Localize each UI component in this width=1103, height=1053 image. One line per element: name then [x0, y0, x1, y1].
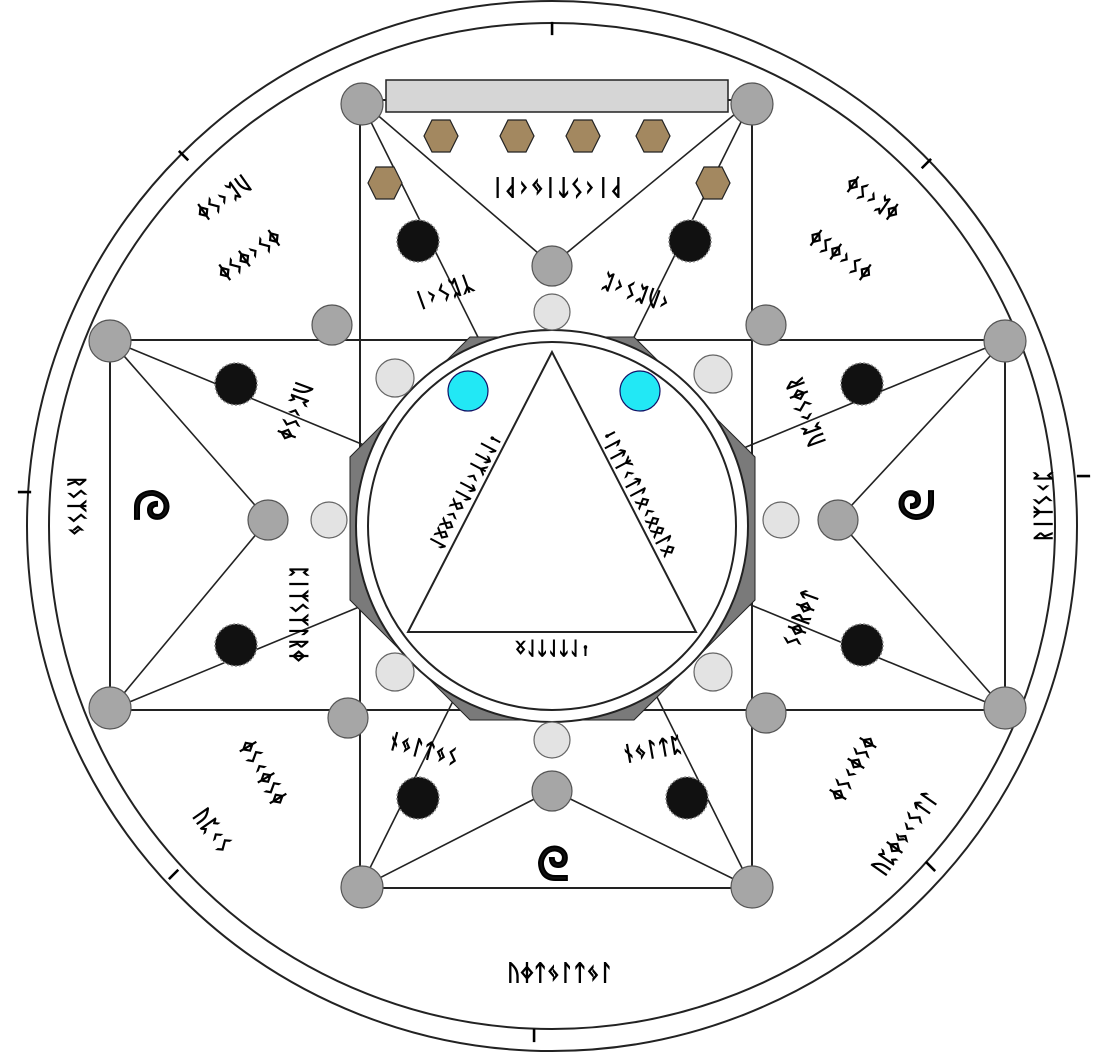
sigil-group: ᘓ ᘓ ᘓ — [124, 489, 945, 892]
circle-node-icon — [730, 82, 774, 126]
hexagon-icon — [367, 166, 403, 200]
inscription-right-low: ᛊᛄᚱᛄᛏ — [779, 586, 822, 651]
inscription-lower-left-outer-a: ᛄᛊᚲᛄᛊᛄ — [235, 735, 292, 809]
inscription-lower-right-inner: ᚾᛃᛚᛏᛈ — [621, 732, 684, 766]
light-node-group — [310, 293, 800, 759]
inscription-lower-left-inner: ᚾᛃᛚᛏᛃᛊ — [386, 728, 462, 770]
cyan-node-group — [447, 370, 661, 412]
circle-node-icon — [531, 245, 573, 287]
circle-node-icon — [310, 501, 348, 539]
circle-node-icon — [88, 686, 132, 730]
inscription-top-right-inner: ᚲᚢᛈᛊᚲᛈ — [598, 268, 674, 315]
spiral-sigil-icon: ᘓ — [124, 489, 178, 521]
circle-node-icon — [88, 319, 132, 363]
gray-node-group — [88, 82, 1027, 909]
spiral-sigil-icon: ᘓ — [890, 489, 944, 521]
circle-node-icon — [693, 652, 733, 692]
inscription-lower-left-outer-b: ᚢᛈᚲᛊ — [190, 804, 237, 857]
black-dot-icon — [840, 623, 884, 667]
inscription-top-left-inner: ᛉᛈᛊᚲᛁ — [411, 271, 476, 314]
inscription-left-low: ᛈᛁᛉᛊᛉᛚᚱᛄ — [287, 566, 311, 662]
circle-node-icon — [745, 692, 787, 734]
inscription-right-mid-a: ᚱᛁᛉᛊᚲᛈ — [1031, 470, 1055, 542]
hexagon-icon — [695, 166, 731, 200]
rim-mark-left: ᛧ — [13, 484, 43, 500]
circle-node-icon — [693, 354, 733, 394]
circle-node-icon — [983, 319, 1027, 363]
circle-node-icon — [375, 358, 415, 398]
inscription-upper-right-outer-b: ᛄᛊᚲᛄᛊᛄ — [804, 225, 877, 286]
circle-node-icon — [247, 499, 289, 541]
black-dot-icon — [396, 219, 440, 263]
circle-node-icon — [983, 686, 1027, 730]
inscription-upper-left-outer-a: ᚢᛈᚲᛊᛄ — [192, 171, 255, 225]
circle-node-icon — [531, 770, 573, 812]
hexagon-group — [367, 119, 731, 200]
circle-node-icon — [447, 370, 489, 412]
top-bar — [385, 79, 729, 113]
black-dot-icon — [214, 623, 258, 667]
circle-node-icon — [375, 652, 415, 692]
circle-node-icon — [817, 499, 859, 541]
circle-node-icon — [311, 304, 353, 346]
inscription-bottom: ᚢᛄᛏᛃᛚᛏᛃᛚ — [507, 961, 613, 986]
rim-mark-bottom-right: ᛧ — [912, 848, 944, 880]
black-dot-icon — [840, 362, 884, 406]
inscription-upper-right-outer-a: ᛄᛈᚲᛊᛄ — [841, 171, 904, 225]
rim-mark-bottom: ᛧ — [526, 1017, 542, 1047]
inscription-upper-left-outer-b: ᛄᛊᚲᛄᛊᛄ — [213, 225, 286, 286]
circle-node-icon — [730, 865, 774, 909]
circle-node-icon — [533, 293, 571, 331]
inscription-left-mid-a: ᚢᛈᚲᛊᛄ — [274, 379, 317, 444]
circle-node-icon — [762, 501, 800, 539]
black-dot-icon — [214, 362, 258, 406]
rim-mark-top-left: ᛧ — [170, 142, 202, 174]
inner-ring — [48, 22, 1056, 1030]
spiral-sigil-icon: ᘓ — [537, 837, 569, 891]
hexagon-icon — [423, 119, 459, 153]
circle-node-icon — [340, 82, 384, 126]
central-triangle — [406, 349, 698, 633]
outer-ring — [26, 0, 1078, 1052]
rim-mark-top: ᛧ — [544, 17, 560, 47]
hexagon-icon — [499, 119, 535, 153]
black-dot-icon — [396, 776, 440, 820]
inscription-triangle-bottom: ᛍᛚᛏᛚᛏᛚᛟ — [515, 637, 591, 658]
inscription-left-mid-b: ᚱᛊᛉᛊᛃ — [65, 476, 89, 536]
circle-node-icon — [533, 721, 571, 759]
black-dot-icon — [668, 219, 712, 263]
black-dot-icon — [665, 776, 709, 820]
inscription-right-mid-b: ᚢᛈᚲᛊᛄᚱ — [781, 374, 828, 450]
circle-node-icon — [745, 304, 787, 346]
dot-group — [214, 219, 884, 820]
inscription-top-box: ᚹᛁᚲᛊᛏᛁᛃᚲᚹᛁ — [491, 174, 623, 199]
hexagon-icon — [565, 119, 601, 153]
hexagon-icon — [635, 119, 671, 153]
circle-node-icon — [340, 865, 384, 909]
inscription-lower-right-outer-a: ᛄᛊᚲᛄᛊᛄ — [824, 731, 881, 805]
circle-node-icon — [327, 697, 369, 739]
circle-node-icon — [619, 370, 661, 412]
rim-mark-right: ᛧ — [1065, 468, 1095, 484]
